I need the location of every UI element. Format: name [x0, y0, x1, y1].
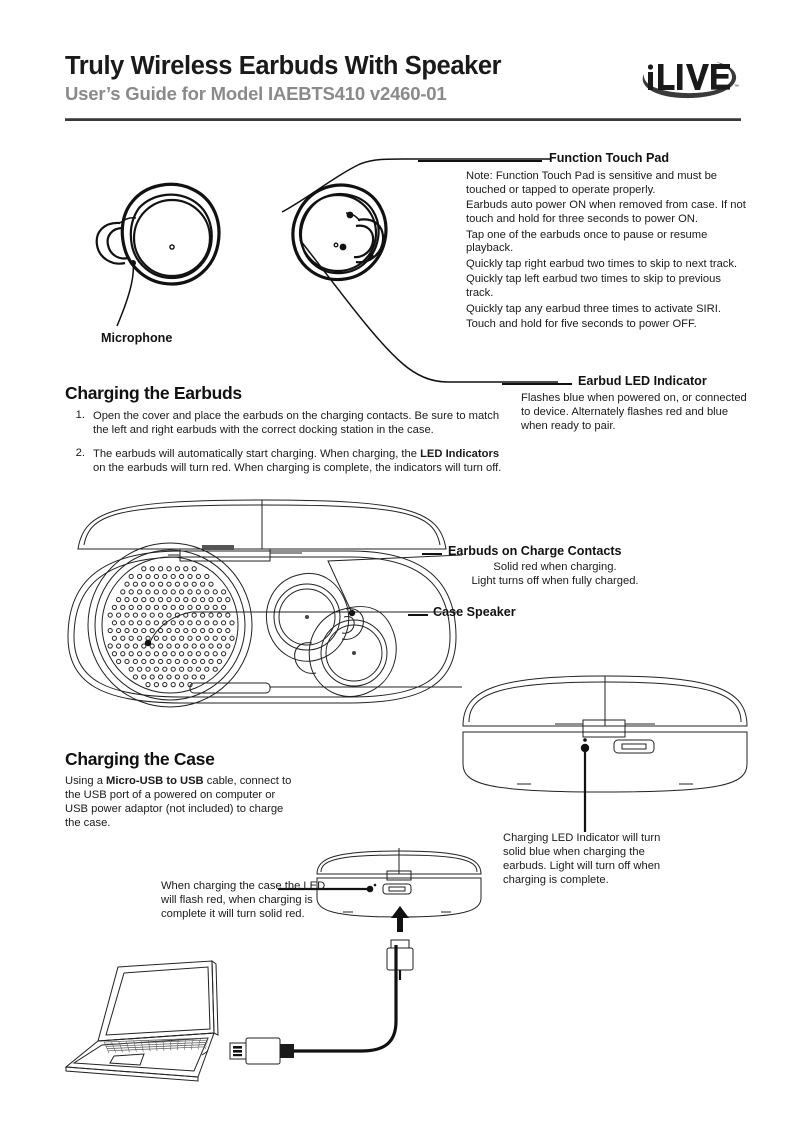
case-flash-note: When charging the case the LED will flas…	[161, 880, 326, 920]
earbuds-charge-contacts-title: Earbuds on Charge Contacts	[448, 544, 622, 558]
charging-case-heading: Charging the Case	[65, 749, 215, 769]
fn-line-2: Tap one of the earbuds once to pause or …	[466, 228, 708, 255]
step-number: 2.	[75, 447, 85, 460]
fn-line-3: Quickly tap right earbud two times to sk…	[466, 257, 738, 270]
earbuds-charge-contacts-body: Solid red when charging. Light turns off…	[448, 561, 662, 589]
charging-earbuds-steps: 1. Open the cover and place the earbuds …	[66, 409, 506, 485]
function-touch-pad-title: Function Touch Pad	[549, 151, 670, 165]
case-flash-note-rule	[279, 888, 336, 890]
header-divider	[65, 118, 741, 121]
leader-function-touch-pad	[280, 150, 550, 240]
eoc-line-2: Light turns off when fully charged.	[471, 574, 639, 587]
fn-line-1: Earbuds auto power ON when removed from …	[466, 199, 746, 226]
function-touch-pad-body: Note: Function Touch Pad is sensitive an…	[466, 170, 746, 332]
svg-text:™: ™	[734, 84, 739, 90]
step-text-after: on the earbuds will turn red. When charg…	[93, 462, 502, 475]
left-earbud	[95, 182, 221, 327]
case-speaker-rule	[408, 614, 428, 616]
microphone-label: Microphone	[101, 331, 173, 345]
step-text: Open the cover and place the earbuds on …	[93, 409, 506, 437]
earbuds-charge-contacts-rule	[422, 553, 442, 555]
fn-line-6: Touch and hold for five seconds to power…	[466, 317, 697, 330]
charging-case-open-illustration	[62, 497, 463, 737]
fn-line-4: Quickly tap left earbud two times to ski…	[466, 273, 721, 300]
charging-case-body: Using a Micro-USB to USB cable, connect …	[65, 775, 293, 831]
step-text-bold: LED Indicators	[420, 448, 500, 461]
eoc-line-1: Solid red when charging.	[493, 561, 617, 573]
page-subtitle: User’s Guide for Model IAEBTS410 v2460-0…	[65, 83, 447, 105]
earbud-led-title: Earbud LED Indicator	[578, 374, 707, 388]
cc-text-before: Using a	[65, 775, 107, 787]
earbud-led-rule	[502, 383, 572, 385]
cc-text-after: cable, connect to the USB port of a powe…	[65, 775, 292, 829]
cc-text-bold: Micro-USB to USB	[106, 775, 204, 787]
right-earbud	[291, 183, 388, 282]
ilive-logo: ™	[628, 52, 744, 104]
laptop-usb-illustration	[62, 945, 402, 1090]
charging-earbuds-heading: Charging the Earbuds	[65, 383, 242, 403]
list-item: 1. Open the cover and place the earbuds …	[66, 409, 506, 437]
case-led-note: Charging LED Indicator will turn solid b…	[503, 832, 661, 886]
page-title: Truly Wireless Earbuds With Speaker	[65, 52, 502, 80]
step-text: The earbuds will automatically start cha…	[93, 447, 506, 475]
fn-line-0: Note: Function Touch Pad is sensitive an…	[466, 170, 718, 196]
fn-line-5: Quickly tap any earbud three times to ac…	[466, 302, 721, 315]
earbuds-illustration	[68, 150, 388, 340]
leader-earbud-led	[298, 238, 558, 388]
case-speaker-title: Case Speaker	[433, 605, 516, 619]
earbud-led-body: Flashes blue when powered on, or connect…	[521, 392, 747, 432]
step-number: 1.	[75, 409, 85, 421]
step-text-before: The earbuds will automatically start cha…	[93, 448, 421, 461]
charging-case-rear-illustration	[455, 672, 755, 832]
document-header: Truly Wireless Earbuds With Speaker User…	[65, 52, 741, 104]
step-text-before: Open the cover and place the earbuds on …	[93, 410, 500, 437]
speaker-grille-dots	[107, 566, 235, 688]
list-item: 2. The earbuds will automatically start …	[66, 447, 506, 475]
function-touch-pad-rule	[418, 160, 542, 162]
